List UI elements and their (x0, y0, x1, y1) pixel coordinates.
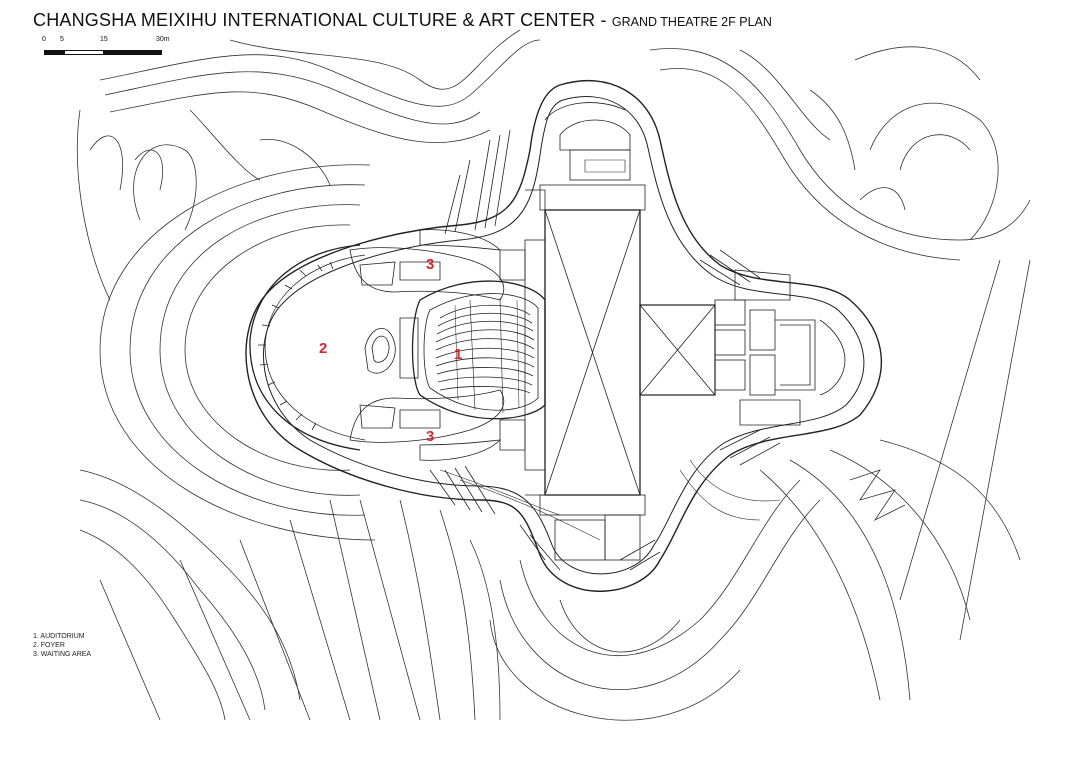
room-number-labels: 1 2 3 3 (319, 256, 462, 445)
landscape-contours (76, 29, 1031, 721)
legend-item-waiting-area: 3. WAITING AREA (33, 651, 92, 658)
title-sub: GRAND THEATRE 2F PLAN (611, 15, 772, 29)
scale-segment-1 (44, 50, 64, 55)
building-envelope (245, 80, 883, 592)
foyer-lobe (249, 229, 505, 461)
scale-tick-30: 30m (156, 36, 170, 43)
label-auditorium: 1 (454, 346, 462, 363)
stage-block (499, 102, 846, 561)
room-legend: 1. AUDITORIUM 2. FOYER 3. WAITING AREA (33, 632, 91, 659)
scale-segment-3 (104, 50, 162, 55)
legend-item-foyer: 2. FOYER (33, 642, 65, 649)
title-main: CHANGSHA MEIXIHU INTERNATIONAL CULTURE &… (33, 10, 596, 30)
label-waiting-area-south: 3 (426, 428, 434, 445)
scale-tick-5: 5 (60, 36, 64, 43)
scale-tick-0: 0 (42, 36, 46, 43)
scale-tick-15: 15 (100, 36, 108, 43)
legend-item-auditorium: 1. AUDITORIUM (33, 633, 85, 640)
title-separator: - (595, 10, 612, 30)
label-waiting-area-north: 3 (426, 256, 434, 273)
drawing-title: CHANGSHA MEIXIHU INTERNATIONAL CULTURE &… (33, 10, 772, 31)
scale-bar: 0 5 15 30m (40, 36, 180, 62)
scale-segment-2 (64, 50, 104, 55)
label-foyer: 2 (319, 340, 327, 357)
